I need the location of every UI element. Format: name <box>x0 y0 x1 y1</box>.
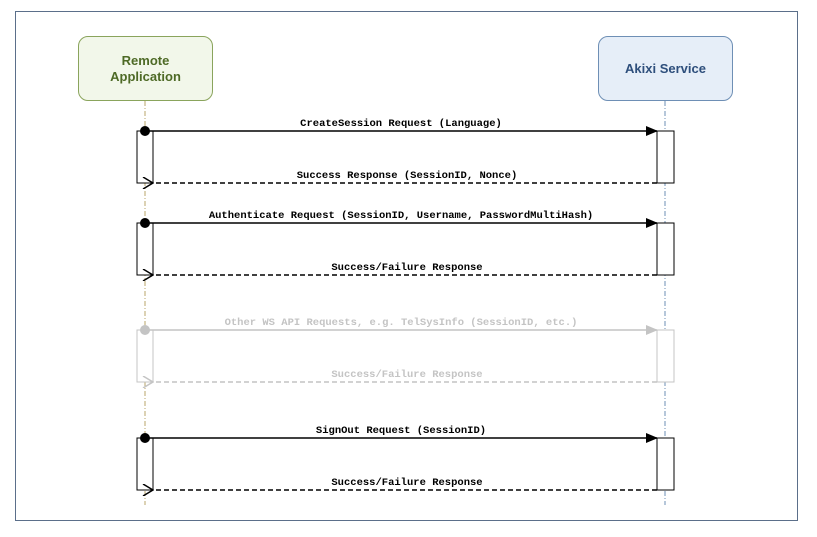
akixi-activation-box <box>656 329 675 383</box>
request-start-dot <box>140 126 150 136</box>
message-exchange: SignOut Request (SessionID) Success/Failu… <box>136 425 675 491</box>
remote-activation-box <box>136 130 154 184</box>
message-exchange: Authenticate Request (SessionID, Usernam… <box>136 210 675 276</box>
remote-activation-box <box>136 329 154 383</box>
akixi-activation-box <box>656 130 675 184</box>
request-label: Other WS API Requests, e.g. TelSysInfo (… <box>225 317 578 329</box>
remote-application-label: Remote Application <box>110 52 181 84</box>
remote-activation-box <box>136 437 154 491</box>
request-label: CreateSession Request (Language) <box>300 118 502 130</box>
remote-activation-box <box>136 222 154 276</box>
message-exchange: CreateSession Request (Language) Success … <box>136 118 675 184</box>
akixi-activation-box <box>656 437 675 491</box>
request-start-dot <box>140 325 150 335</box>
response-label: Success/Failure Response <box>331 369 482 381</box>
response-label: Success Response (SessionID, Nonce) <box>297 170 518 182</box>
akixi-service-actor: Akixi Service <box>598 36 733 101</box>
remote-application-actor: Remote Application <box>78 36 213 101</box>
akixi-activation-box <box>656 222 675 276</box>
message-exchange: Other WS API Requests, e.g. TelSysInfo (… <box>136 317 675 383</box>
request-start-dot <box>140 218 150 228</box>
response-label: Success/Failure Response <box>331 262 482 274</box>
request-label: SignOut Request (SessionID) <box>316 425 486 437</box>
request-label: Authenticate Request (SessionID, Usernam… <box>209 210 593 222</box>
response-label: Success/Failure Response <box>331 477 482 489</box>
akixi-service-label: Akixi Service <box>625 60 706 76</box>
request-start-dot <box>140 433 150 443</box>
